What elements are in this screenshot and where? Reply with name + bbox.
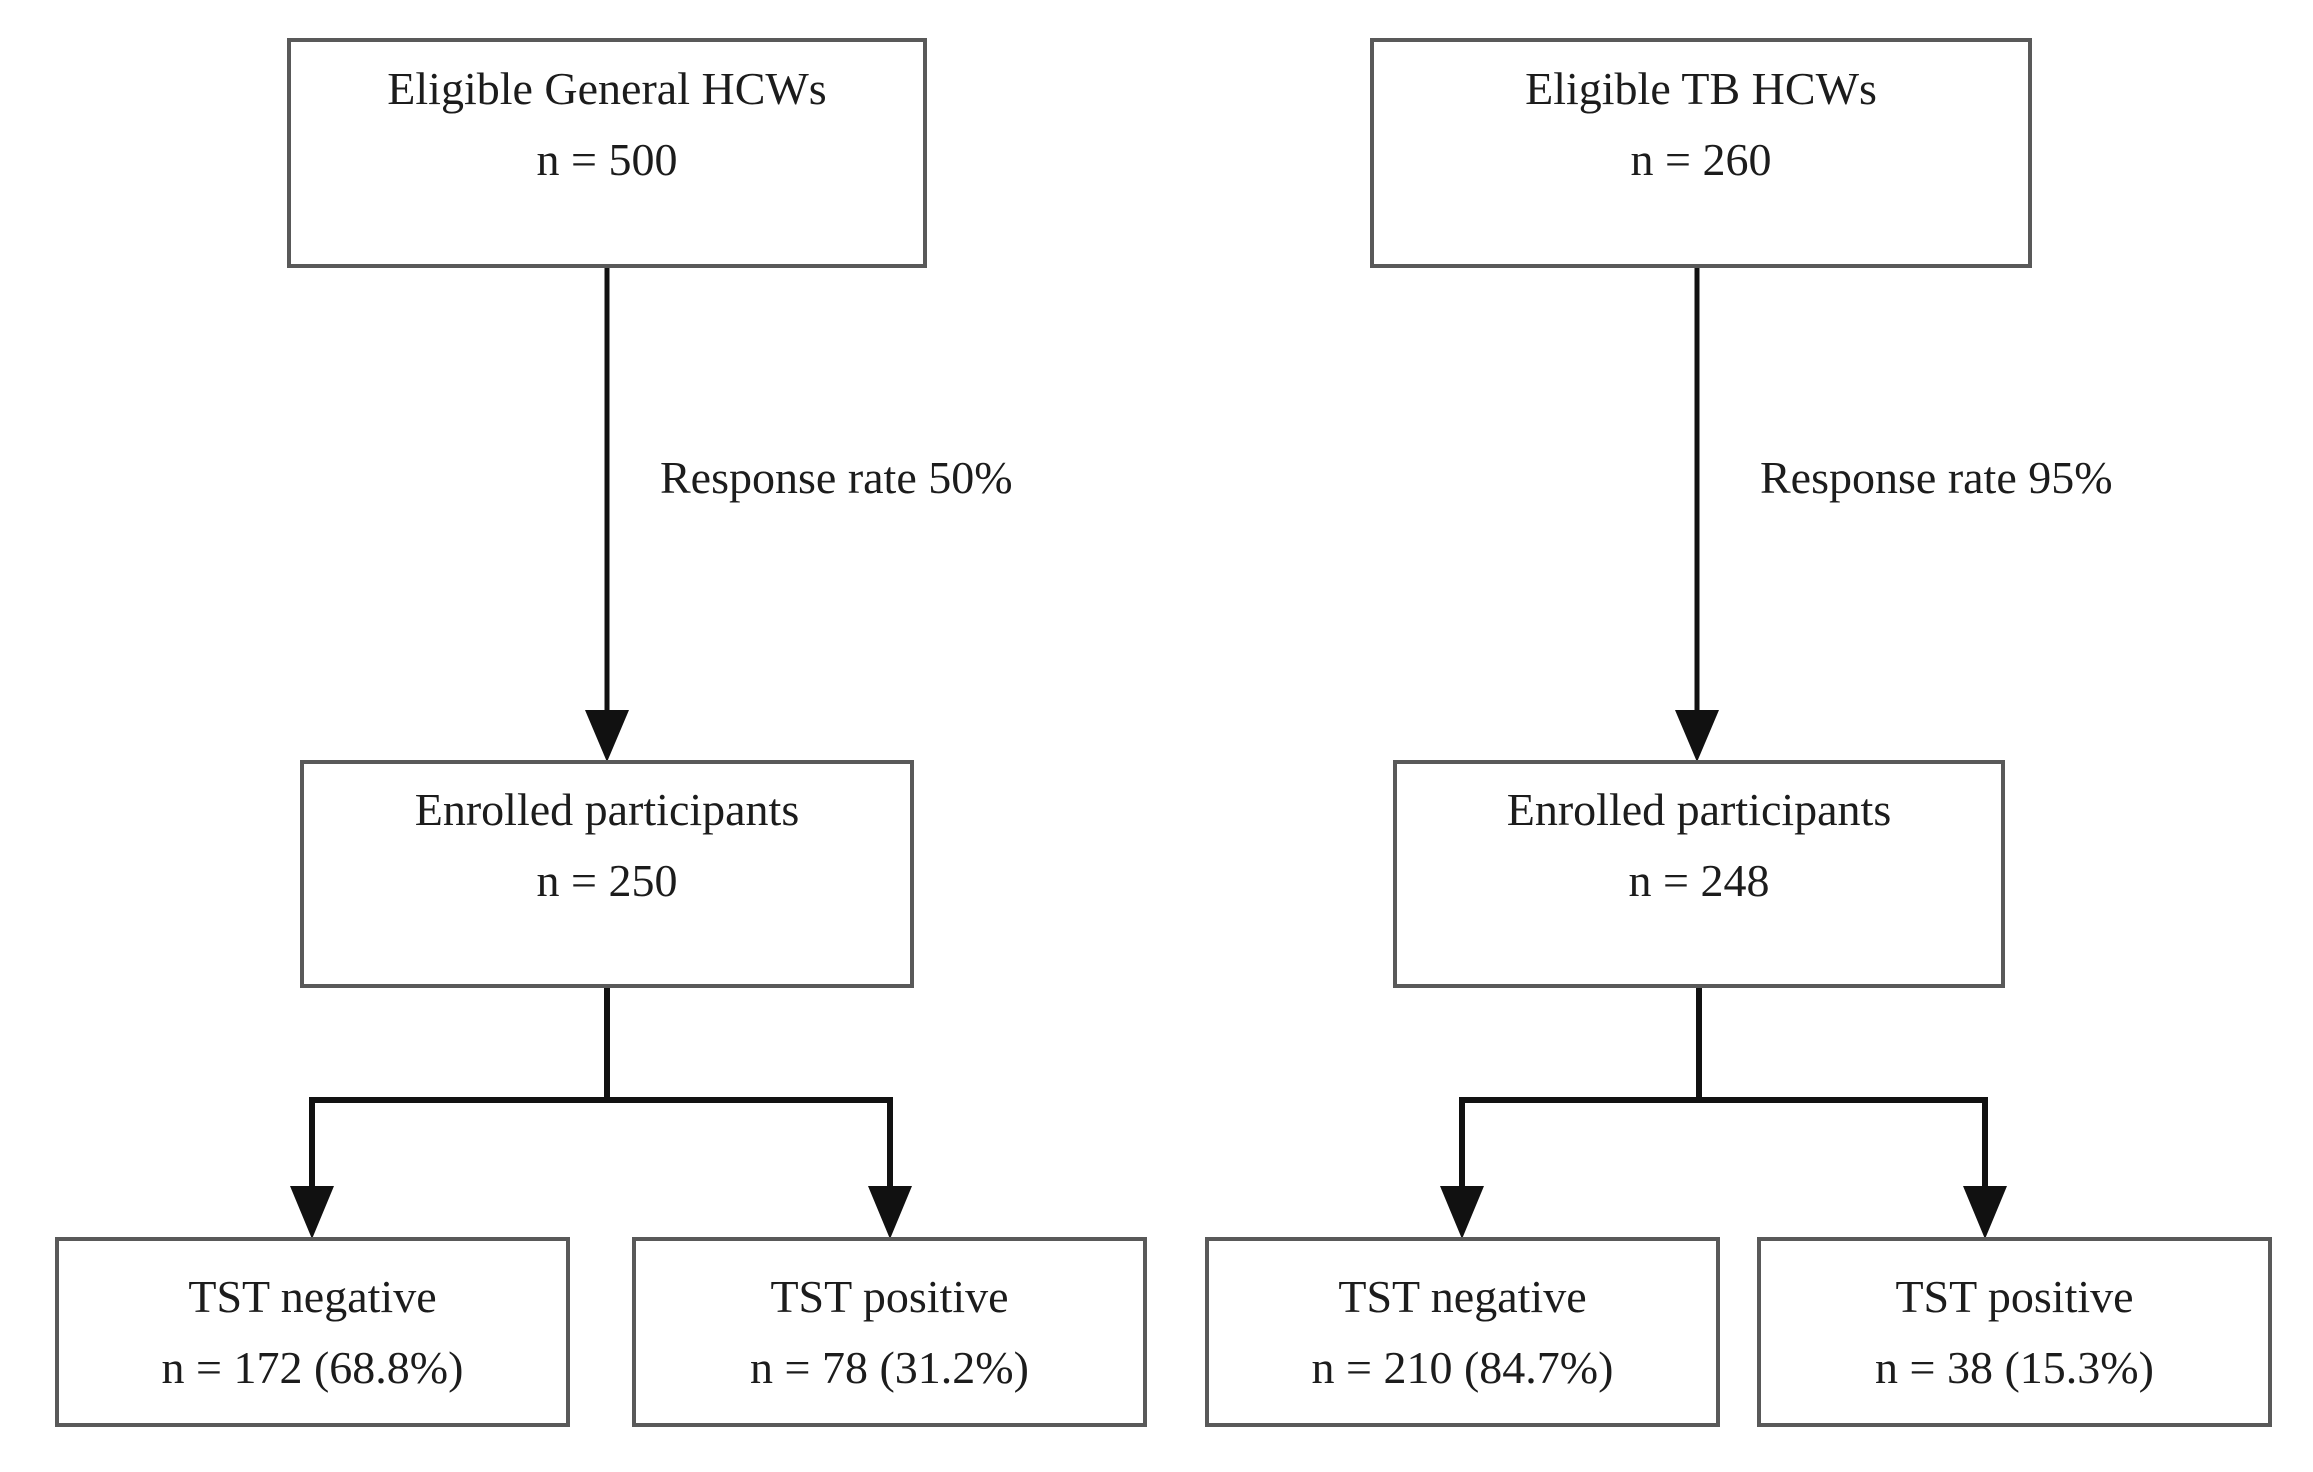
branch-enrolled-to-outcomes-general (290, 986, 912, 1239)
box-count: n = 172 (68.8%) (161, 1342, 464, 1393)
box-eligible-general: Eligible General HCWs n = 500 (287, 38, 927, 268)
box-title: TST negative (1338, 1270, 1587, 1322)
box-eligible-tb: Eligible TB HCWs n = 260 (1370, 38, 2032, 268)
box-title: TST negative (188, 1270, 437, 1322)
box-title: TST positive (1895, 1270, 2134, 1322)
box-enrolled-general: Enrolled participants n = 250 (300, 760, 914, 988)
box-tst-negative-tb: TST negative n = 210 (84.7%) (1205, 1237, 1720, 1427)
label-response-rate-general: Response rate 50% (660, 452, 1013, 503)
box-title: Eligible General HCWs (387, 62, 827, 114)
box-count: n = 500 (536, 134, 678, 185)
box-title: Eligible TB HCWs (1525, 62, 1877, 114)
box-enrolled-tb: Enrolled participants n = 248 (1393, 760, 2005, 988)
arrow-eligible-to-enrolled-general (585, 268, 629, 762)
box-count: n = 248 (1628, 855, 1770, 906)
box-count: n = 78 (31.2%) (750, 1342, 1029, 1393)
label-response-rate-tb: Response rate 95% (1760, 452, 2113, 503)
box-tst-negative-general: TST negative n = 172 (68.8%) (55, 1237, 570, 1427)
box-title: Enrolled participants (1506, 783, 1892, 835)
box-count: n = 250 (536, 855, 678, 906)
arrow-eligible-to-enrolled-tb (1675, 268, 1719, 762)
box-count: n = 210 (84.7%) (1311, 1342, 1614, 1393)
box-title: TST positive (770, 1270, 1009, 1322)
box-tst-positive-tb: TST positive n = 38 (15.3%) (1757, 1237, 2272, 1427)
box-title: Enrolled participants (414, 783, 800, 835)
box-tst-positive-general: TST positive n = 78 (31.2%) (632, 1237, 1147, 1427)
box-count: n = 260 (1630, 134, 1772, 185)
branch-enrolled-to-outcomes-tb (1440, 986, 2007, 1239)
box-count: n = 38 (15.3%) (1875, 1342, 2154, 1393)
